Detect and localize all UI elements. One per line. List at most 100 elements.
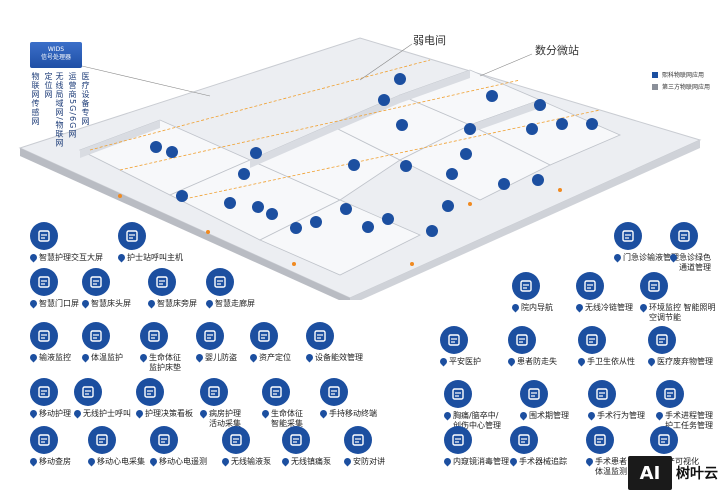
right-label-row: 手术行为管理 — [586, 410, 645, 421]
legend-item: 第三方物联网应用 — [652, 82, 710, 91]
left-item: 智慧走廊屏 — [204, 268, 255, 309]
micro-station-label: 数分微站 — [535, 44, 579, 57]
left-item: 生命体征 监护床垫 — [138, 322, 181, 373]
right-label-row: 门急诊输液管理 — [612, 252, 679, 263]
location-pin-icon — [646, 356, 657, 367]
legend-label: 熙科物联网应用 — [662, 72, 705, 79]
left-app-icon — [320, 378, 348, 406]
left-app-icon — [82, 322, 110, 350]
location-pin-icon — [304, 352, 315, 363]
left-label: 移动护理 — [39, 409, 71, 418]
left-label-row: 智慧门口屏 — [28, 298, 79, 309]
left-app-icon — [200, 378, 228, 406]
left-label-row: 输液监控 — [28, 352, 71, 363]
location-pin-icon — [586, 410, 597, 421]
left-item: 移动查房 — [28, 426, 71, 467]
location-pin-icon — [138, 352, 149, 363]
location-pin-icon — [612, 252, 623, 263]
left-label: 移动心电遥测 — [159, 457, 207, 466]
right-label: 内窥镜消毒管理 — [453, 457, 509, 466]
location-pin-icon — [506, 356, 517, 367]
right-label: 手术进程管理 护工任务管理 — [665, 411, 713, 430]
left-label: 智慧护理交互大屏 — [39, 253, 103, 262]
right-app-icon — [614, 222, 642, 250]
left-label: 设备能效管理 — [315, 353, 363, 362]
legend-label: 第三方物联网应用 — [662, 84, 711, 91]
location-pin-icon — [510, 302, 521, 313]
right-label-row: 医疗废弃物管理 — [646, 356, 713, 367]
left-label-row: 护士站呼叫主机 — [116, 252, 183, 263]
left-label: 无线护士呼叫 — [83, 409, 131, 418]
left-label-row: 移动心电遥测 — [148, 456, 207, 467]
right-item: 医疗废弃物管理 — [646, 326, 713, 367]
right-label: 手术器械追踪 — [519, 457, 567, 466]
right-item: 围术期管理 — [518, 380, 569, 421]
right-item: 手卫生依从性 — [576, 326, 635, 367]
location-pin-icon — [442, 456, 453, 467]
location-pin-icon — [584, 456, 595, 467]
location-pin-icon — [80, 352, 91, 363]
left-item: 婴儿防盗 — [194, 322, 237, 363]
left-app-icon — [30, 322, 58, 350]
left-app-icon — [282, 426, 310, 454]
right-app-icon — [508, 326, 536, 354]
left-app-icon — [74, 378, 102, 406]
legend: 熙科物联网应用 第三方物联网应用 — [652, 70, 710, 94]
network-labels: 物联网传感网 无线局域网/物联网定位网 运营商5G/6G网 医疗设备专网 — [30, 72, 91, 152]
left-label: 输液监控 — [39, 353, 71, 362]
left-label: 护士站呼叫主机 — [127, 253, 183, 262]
left-app-icon — [222, 426, 250, 454]
left-app-icon — [30, 222, 58, 250]
location-pin-icon — [134, 408, 145, 419]
left-label: 智慧走廊屏 — [215, 299, 255, 308]
left-label: 病房护理 活动采集 — [209, 409, 241, 428]
left-label: 智慧床旁屏 — [157, 299, 197, 308]
left-app-icon — [118, 222, 146, 250]
right-item: 急诊绿色 通道管理 — [668, 222, 711, 273]
right-app-icon — [444, 380, 472, 408]
right-label: 门急诊输液管理 — [623, 253, 679, 262]
right-label-row: 手术器械追踪 — [508, 456, 567, 467]
right-app-icon — [640, 272, 668, 300]
left-item: 生命体征 智能采集 — [260, 378, 303, 429]
right-item: 资产可视化 — [648, 426, 699, 467]
right-item: 手术患者 体温监测 — [584, 426, 627, 477]
right-label-row: 无线冷链管理 — [574, 302, 633, 313]
left-app-icon — [344, 426, 372, 454]
location-pin-icon — [116, 252, 127, 263]
left-label: 移动查房 — [39, 457, 71, 466]
left-label: 护理决策看板 — [145, 409, 193, 418]
legend-swatch — [652, 83, 658, 90]
right-label-row: 患者防走失 — [506, 356, 557, 367]
legend-swatch — [652, 71, 658, 78]
right-app-icon — [576, 272, 604, 300]
left-label: 无线镇痛泵 — [291, 457, 331, 466]
right-app-icon — [578, 326, 606, 354]
network-label-medical: 医疗设备专网 — [81, 72, 90, 126]
location-pin-icon — [198, 408, 209, 419]
location-pin-icon — [204, 298, 215, 309]
left-item: 护理决策看板 — [134, 378, 193, 419]
right-item: 患者防走失 — [506, 326, 557, 367]
location-pin-icon — [72, 408, 83, 419]
location-pin-icon — [28, 456, 39, 467]
left-item: 安防对讲 — [342, 426, 385, 467]
left-item: 设备能效管理 — [304, 322, 363, 363]
location-pin-icon — [80, 298, 91, 309]
left-label-row: 智慧床旁屏 — [146, 298, 197, 309]
right-item: 无线冷链管理 — [574, 272, 633, 313]
right-item: 环境监控 智能照明 空调节能 — [638, 272, 716, 323]
left-item: 智慧床头屏 — [80, 268, 131, 309]
location-pin-icon — [28, 298, 39, 309]
right-label: 无线冷链管理 — [585, 303, 633, 312]
left-label: 智慧床头屏 — [91, 299, 131, 308]
right-app-icon — [510, 426, 538, 454]
left-label-row: 无线输液泵 — [220, 456, 271, 467]
right-item: 平安医护 — [438, 326, 481, 367]
right-label-row: 内窥镜消毒管理 — [442, 456, 509, 467]
left-label-row: 移动心电采集 — [86, 456, 145, 467]
left-app-icon — [262, 378, 290, 406]
right-label-row: 资产可视化 — [648, 456, 699, 467]
left-label: 生命体征 智能采集 — [271, 409, 303, 428]
watermark-logo: AI — [628, 456, 672, 490]
